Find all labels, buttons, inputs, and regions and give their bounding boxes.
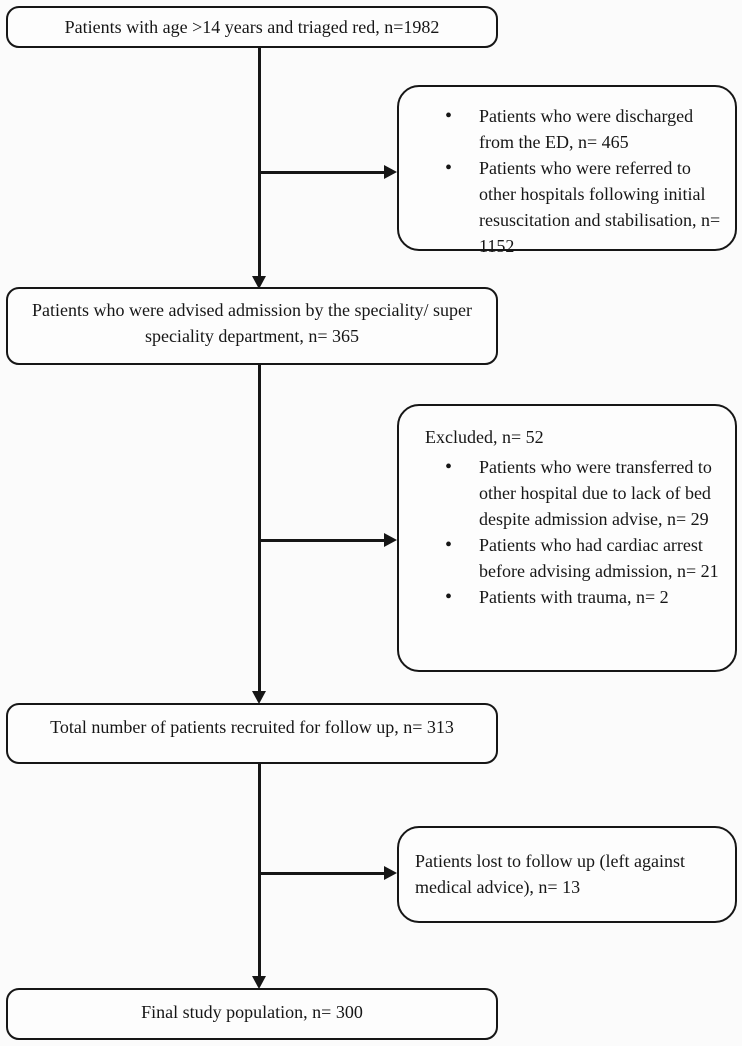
branch-line-2 [259,539,385,542]
discharged-referred-list: Patients who were discharged from the ED… [399,103,735,259]
list-item: Patients with trauma, n= 2 [399,584,735,610]
arrow-right-icon-2 [384,533,397,547]
connector-line-1 [258,48,261,278]
box-lost-followup: Patients lost to follow up (left against… [397,826,737,923]
box-advised-admission-label: Patients who were advised admission by t… [32,300,472,346]
box-final-population: Final study population, n= 300 [6,988,498,1040]
connector-line-2 [258,365,261,693]
box-recruited-followup: Total number of patients recruited for f… [6,703,498,764]
list-item: Patients who were referred to other hosp… [399,155,735,259]
list-item: Patients who were discharged from the ED… [399,103,735,155]
box-recruited-followup-label: Total number of patients recruited for f… [50,717,454,737]
box-excluded: Excluded, n= 52 Patients who were transf… [397,404,737,672]
list-item: Patients who were transferred to other h… [399,454,735,532]
arrow-right-icon-1 [384,165,397,179]
arrow-down-icon-2 [252,691,266,704]
excluded-title: Excluded, n= 52 [425,427,544,447]
box-final-population-label: Final study population, n= 300 [141,1002,363,1022]
list-item: Patients who had cardiac arrest before a… [399,532,735,584]
box-triaged-red: Patients with age >14 years and triaged … [6,6,498,48]
arrow-down-icon-3 [252,976,266,989]
box-lost-followup-label: Patients lost to follow up (left against… [415,851,685,897]
connector-line-3 [258,764,261,978]
branch-line-3 [259,872,385,875]
arrow-down-icon-1 [252,276,266,289]
excluded-list: Patients who were transferred to other h… [399,454,735,610]
arrow-right-icon-3 [384,866,397,880]
box-triaged-red-label: Patients with age >14 years and triaged … [64,17,440,37]
box-advised-admission: Patients who were advised admission by t… [6,287,498,365]
branch-line-1 [259,171,385,174]
box-discharged-referred: Patients who were discharged from the ED… [397,85,737,256]
